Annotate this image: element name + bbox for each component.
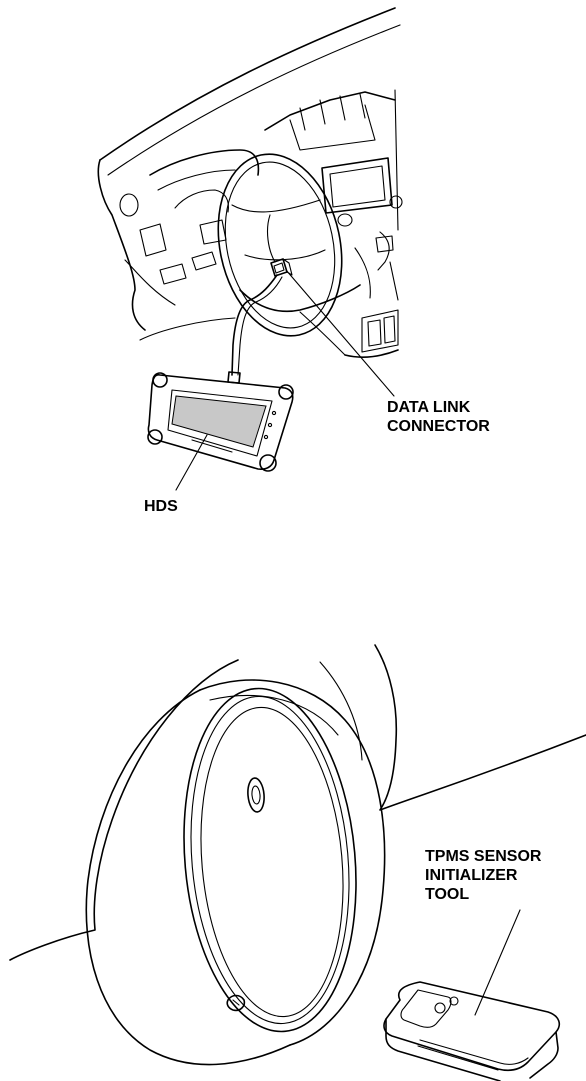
data-link-connector-label-line2: CONNECTOR [387,417,490,436]
tpms-tool-label: TPMS SENSOR INITIALIZER TOOL [425,847,541,904]
data-link-connector-label-line1: DATA LINK [387,398,490,417]
tpms-tool-label-line2: INITIALIZER [425,866,541,885]
tpms-tool-label-line3: TOOL [425,885,541,904]
tpms-tool-label-line1: TPMS SENSOR [425,847,541,866]
hds-label: HDS [144,497,178,516]
data-link-connector-label: DATA LINK CONNECTOR [387,398,490,436]
dashboard-drawing [98,8,402,396]
tpms-tool [384,910,559,1081]
hds-tablet [148,372,293,490]
